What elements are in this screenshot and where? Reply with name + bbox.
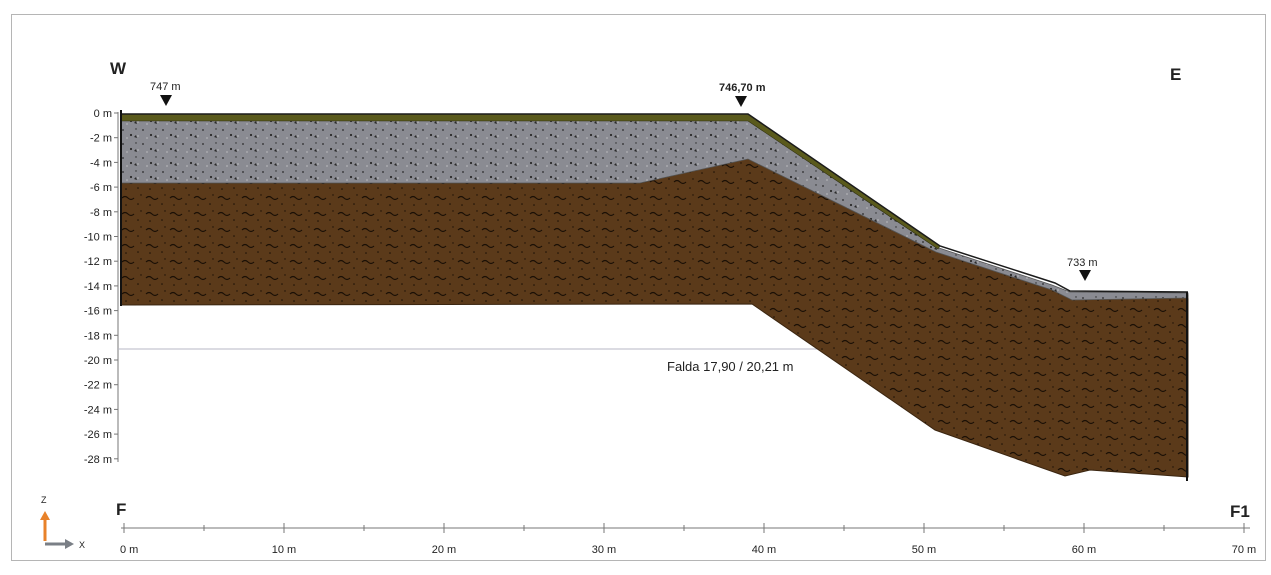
depth-tick-label: 0 m bbox=[94, 108, 112, 120]
depth-tick-label: -22 m bbox=[84, 380, 112, 392]
distance-tick-label: 0 m bbox=[120, 544, 138, 556]
depth-tick-label: -2 m bbox=[90, 133, 112, 145]
elevation-label: 746,70 m bbox=[719, 82, 766, 94]
viewport-border bbox=[11, 14, 1266, 561]
elevation-marker-2: 746,70 m bbox=[719, 82, 766, 107]
depth-tick-label: -20 m bbox=[84, 355, 112, 367]
axis-indicator: Z X bbox=[40, 495, 85, 550]
depth-tick-label: -16 m bbox=[84, 306, 112, 318]
geological-layers bbox=[120, 110, 1189, 481]
depth-tick-label: -24 m bbox=[84, 404, 112, 416]
west-label: W bbox=[110, 59, 127, 78]
triangle-down-icon bbox=[160, 95, 172, 106]
depth-tick-label: -8 m bbox=[90, 207, 112, 219]
x-axis-label: X bbox=[79, 540, 85, 550]
triangle-down-icon bbox=[1079, 270, 1091, 281]
east-label: E bbox=[1170, 65, 1181, 84]
distance-tick-label: 20 m bbox=[432, 544, 456, 556]
distance-tick-label: 70 m bbox=[1232, 544, 1256, 556]
water-table-label: Falda 17,90 / 20,21 m bbox=[667, 359, 793, 374]
distance-tick-label: 30 m bbox=[592, 544, 616, 556]
ground-surface-line bbox=[121, 113, 1189, 293]
elevation-marker-3: 733 m bbox=[1067, 257, 1098, 281]
triangle-down-icon bbox=[735, 96, 747, 107]
depth-tick-label: -10 m bbox=[84, 232, 112, 244]
section-start-label: F bbox=[116, 500, 126, 519]
depth-tick-label: -6 m bbox=[90, 182, 112, 194]
elevation-marker-1: 747 m bbox=[150, 81, 181, 106]
depth-tick-label: -18 m bbox=[84, 330, 112, 342]
elevation-label: 733 m bbox=[1067, 257, 1098, 269]
silt-layer bbox=[120, 157, 1189, 478]
depth-tick-label: -14 m bbox=[84, 281, 112, 293]
distance-tick-label: 60 m bbox=[1072, 544, 1096, 556]
z-axis-label: Z bbox=[41, 495, 47, 505]
section-end-label: F1 bbox=[1230, 502, 1250, 521]
depth-axis: 0 m -2 m -4 m -6 m -8 m -10 m -12 m -14 m -16 m -… bbox=[84, 108, 119, 466]
distance-tick-label: 40 m bbox=[752, 544, 776, 556]
depth-tick-label: -4 m bbox=[90, 157, 112, 169]
distance-axis: 0 m 10 m 20 m 30 m 40 m 50 m 60 m 70 m bbox=[120, 523, 1256, 556]
depth-tick-label: -28 m bbox=[84, 454, 112, 466]
z-arrowhead-icon bbox=[40, 511, 50, 520]
distance-tick-label: 10 m bbox=[272, 544, 296, 556]
distance-tick-label: 50 m bbox=[912, 544, 936, 556]
depth-tick-label: -26 m bbox=[84, 429, 112, 441]
gravel-layer bbox=[120, 118, 1189, 301]
elevation-label: 747 m bbox=[150, 81, 181, 93]
depth-tick-label: -12 m bbox=[84, 256, 112, 268]
x-arrowhead-icon bbox=[65, 539, 74, 549]
